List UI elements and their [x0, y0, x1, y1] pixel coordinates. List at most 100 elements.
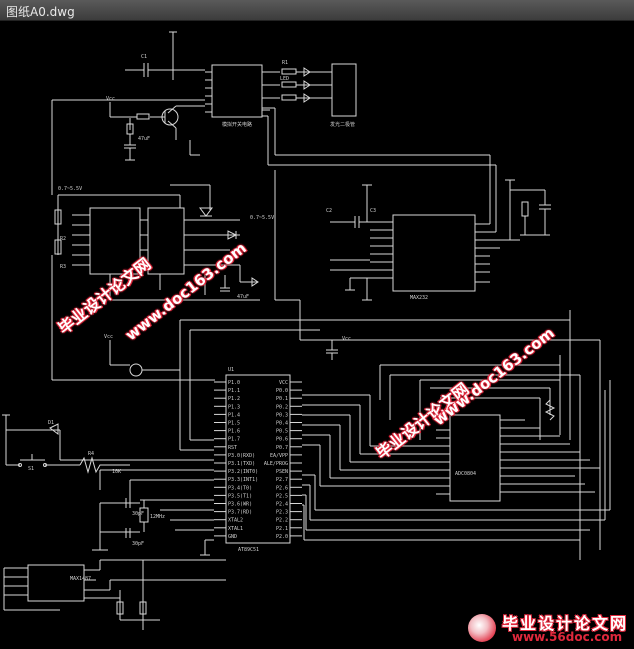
mcu-pin-label: P2.0: [276, 534, 288, 540]
regulator-section: 0.7~5.5V: [54, 184, 274, 301]
mcu-pin-label: P1.0: [228, 380, 240, 386]
mcu-pin-label: PSEN: [276, 469, 288, 475]
transistor-q1: Vcc: [106, 96, 205, 140]
mcu-label: AT89C51: [238, 547, 259, 553]
mcu-pin-label: P1.7: [228, 437, 240, 443]
mcu-pin-label: P3.0(RXD): [228, 453, 255, 459]
voltage-label-right: 0.7~5.5V: [250, 215, 274, 221]
mcu-pin-label: P3.1(TXD): [228, 461, 255, 467]
display-label: 发光二极管: [330, 121, 355, 128]
mcu-right-pins: VCCP0.0P0.1P0.2P0.3P0.4P0.5P0.6P0.7EA/VP…: [264, 380, 302, 540]
vcc-symbol-top: [169, 31, 177, 80]
vcc-label-2: Vcc: [342, 336, 351, 342]
left-bus-wire: [51, 99, 215, 381]
mcu-pin-label: P1.4: [228, 412, 240, 418]
led-driver-resistors: R1 LED: [280, 60, 332, 103]
logo-text-url: www.56doc.com: [512, 630, 623, 644]
reset-network: 47uF: [124, 118, 150, 161]
mcu-ref: U1: [228, 367, 234, 373]
mcu-pin-label: P0.1: [276, 396, 288, 402]
vcc-label-3: Vcc: [104, 334, 113, 340]
crystal-label: 12MHz: [150, 514, 165, 520]
mcu-pin-label: EA/VPP: [270, 453, 288, 459]
mcu-pin-label: XTAL1: [228, 526, 243, 532]
mcu-pin-label: P1.3: [228, 404, 240, 410]
cap-47u-label: 47uF: [138, 136, 150, 142]
mcu-pin-label: P2.1: [276, 526, 288, 532]
mcu-pin-label: P0.2: [276, 404, 288, 410]
mcu-ic: U1 AT89C51 P1.0P1.1P1.2P1.3P1.4P1.5P1.6P…: [214, 367, 302, 553]
mcu-pin-label: P0.7: [276, 445, 288, 451]
schematic-drawing[interactable]: C1 模拟开关电路: [0, 20, 634, 649]
mcu-pin-label: P2.2: [276, 518, 288, 524]
mid-vcc-cap: Vcc: [318, 336, 351, 360]
voltage-label-left: 0.7~5.5V: [58, 186, 82, 192]
mcu-pin-label: P0.3: [276, 412, 288, 418]
max232-caps: C2 C3: [326, 184, 376, 301]
c2-label: C2: [326, 208, 332, 214]
mcu-pin-label: ALE/PROG: [264, 461, 288, 467]
cap-label-47u: 47uF: [237, 294, 249, 300]
mcu-pin-label: P3.7(RD): [228, 510, 252, 516]
d1-label: D1: [48, 420, 54, 426]
max232-ic: MAX232: [370, 214, 520, 301]
max232-label: MAX232: [410, 295, 428, 301]
mcu-pin-label: P1.5: [228, 421, 240, 427]
adc-label: ADC0804: [455, 471, 476, 477]
capacitor-c1: C1: [125, 54, 205, 77]
mcu-pin-label: P1.1: [228, 388, 240, 394]
mcu-pin-label: P3.6(WR): [228, 502, 252, 508]
mcu-pin-label: GND: [228, 534, 237, 540]
res-10k-label: 10K: [112, 469, 121, 475]
adc-ic: ADC0804: [449, 414, 501, 502]
led-label: LED: [280, 76, 289, 82]
site-logo: 毕业设计论文网 www.56doc.com: [468, 610, 628, 646]
mcu-pin-label: VCC: [279, 380, 288, 386]
window-title: 图纸A0.dwg: [6, 5, 75, 19]
mcu-pin-label: P2.6: [276, 485, 288, 491]
mcu-pin-label: P2.5: [276, 493, 288, 499]
r1-label: R1: [282, 60, 288, 66]
mcu-pin-label: XTAL2: [228, 518, 243, 524]
mcu-pin-label: RST: [228, 445, 237, 451]
mcu-pin-label: P1.2: [228, 396, 240, 402]
cap-30p-label: 30pF: [132, 511, 144, 517]
mcu-pin-label: P3.3(INT1): [228, 477, 258, 483]
reset-switch: S1 D1 R4 10K: [2, 414, 130, 475]
buzzer: Vcc: [104, 334, 180, 377]
mcu-pin-label: P3.2(INT0): [228, 469, 258, 475]
drawing-canvas[interactable]: C1 模拟开关电路: [0, 20, 634, 649]
c1-label: C1: [141, 54, 147, 60]
c3-label: C3: [370, 208, 376, 214]
mcu-pin-label: P3.4(T0): [228, 485, 252, 491]
cap-30p-label-2: 30pF: [132, 541, 144, 547]
mcu-left-wiring: [60, 439, 214, 556]
r2-label: R2: [60, 236, 66, 242]
max232-right-network: [505, 179, 551, 240]
analog-switch-label: 模拟开关电路: [222, 121, 252, 128]
r4-label: R4: [88, 451, 94, 457]
logo-circle-icon: [468, 614, 496, 642]
mcu-pin-label: P2.7: [276, 477, 288, 483]
mcu-pin-label: P0.0: [276, 388, 288, 394]
mcu-pin-label: P2.4: [276, 502, 288, 508]
analog-switch-ic: 模拟开关电路: [205, 64, 280, 128]
led-display-block: 发光二极管: [330, 63, 357, 128]
adc-wiring: [302, 379, 611, 541]
mcu-pin-label: P1.6: [228, 429, 240, 435]
mid-bus-wires: [179, 300, 601, 560]
logo-text-cn: 毕业设计论文网: [502, 614, 629, 633]
crystal-oscillator: 12MHz 30pF 30pF: [92, 498, 165, 551]
top-bus-wires: [262, 107, 497, 301]
window-titlebar[interactable]: 图纸A0.dwg: [0, 0, 634, 21]
r3-label: R3: [60, 264, 66, 270]
mcu-pin-label: P0.5: [276, 429, 288, 435]
s1-label: S1: [28, 466, 34, 472]
mcu-pin-label: P2.3: [276, 510, 288, 516]
mcu-pin-label: P3.5(T1): [228, 493, 252, 499]
mcu-pin-label: P0.6: [276, 437, 288, 443]
vcc-label: Vcc: [106, 96, 115, 102]
dip-label: MAX1487: [70, 576, 91, 582]
